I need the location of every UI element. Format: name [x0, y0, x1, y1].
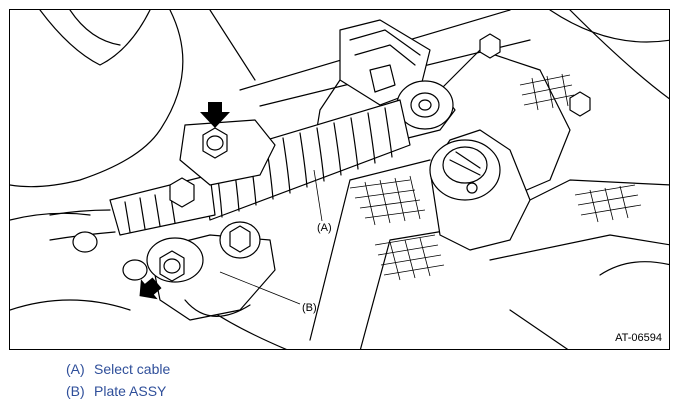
lower-arrow-icon	[139, 277, 162, 300]
connector	[309, 19, 431, 171]
legend-key: (A)	[66, 361, 85, 377]
cable-nut	[169, 177, 195, 208]
plate-housing	[399, 89, 531, 251]
legend-label: Select cable	[94, 361, 171, 377]
legend-key: (B)	[66, 383, 85, 399]
upper-bolt	[202, 127, 228, 159]
callout-b-label: (B)	[302, 302, 317, 314]
lower-bolt	[159, 250, 185, 282]
legend-label: Plate ASSY	[94, 383, 167, 399]
bolts	[479, 33, 591, 117]
cable-end	[396, 80, 454, 130]
leader-lines	[219, 169, 323, 305]
transmission-line-drawing	[10, 10, 669, 349]
hatch-areas	[349, 73, 642, 281]
upper-arrow-icon	[200, 102, 230, 128]
background-structure	[10, 10, 669, 349]
legend-item-b: (B) Plate ASSY	[66, 380, 170, 402]
legend: (A) Select cable (B) Plate ASSY	[66, 358, 170, 402]
diagram-figure: (A) (B) AT-06594	[9, 9, 670, 350]
callout-a-label: (A)	[317, 222, 332, 234]
legend-item-a: (A) Select cable	[66, 358, 170, 380]
figure-code: AT-06594	[615, 332, 662, 344]
